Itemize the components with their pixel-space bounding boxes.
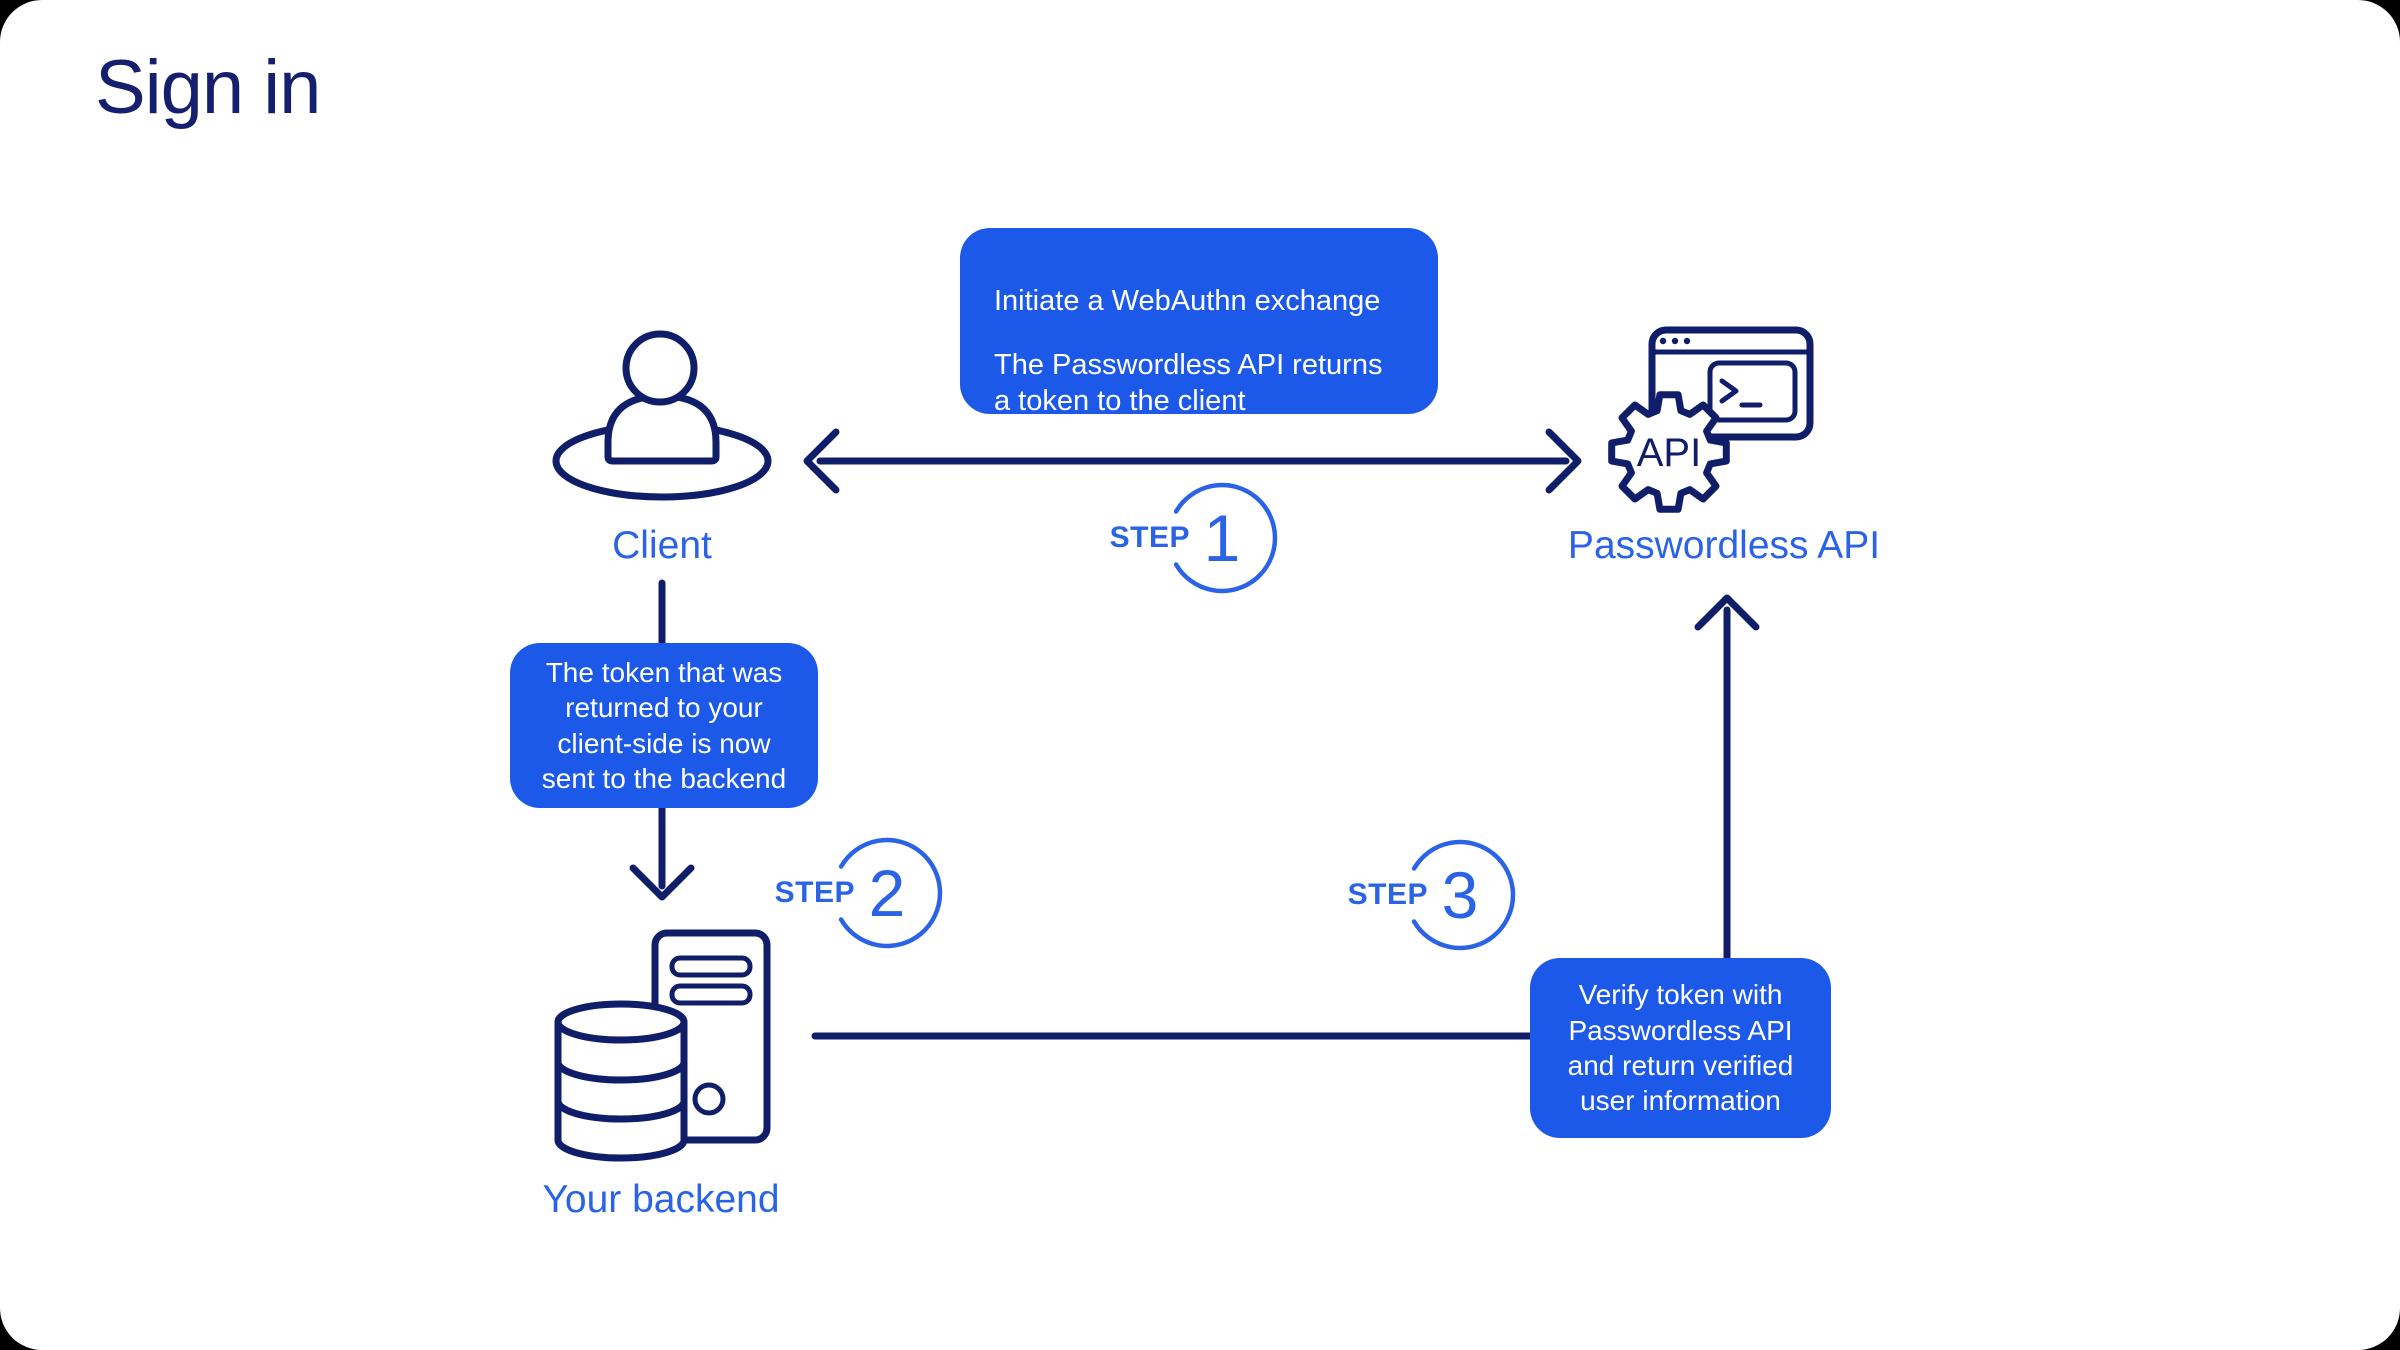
- client-icon: [552, 330, 772, 501]
- terminal-panel: [1707, 360, 1798, 423]
- arrowhead-left-icon: [803, 428, 840, 494]
- passwordless-api-label: Passwordless API: [1567, 524, 1881, 567]
- callout-step1-line3: a token to the client: [994, 384, 1246, 417]
- client-head: [622, 330, 698, 406]
- callout-step1-line2: The Passwordless API returns a token to …: [994, 349, 1383, 417]
- arrow-client-api: [803, 428, 1582, 494]
- step-2-number: 2: [868, 856, 906, 930]
- step-2-label: STEP: [774, 876, 855, 909]
- callout-step2-line3: client-side is now: [557, 727, 771, 759]
- step-2-badge: STEP 2: [701, 829, 951, 957]
- callout-step2-line1: The token that was: [545, 656, 783, 688]
- step-3-label: STEP: [1347, 878, 1428, 911]
- step-1-label: STEP: [1109, 521, 1190, 554]
- arrowhead-up-icon: [1694, 594, 1760, 631]
- callout-step1-line1: Initiate a WebAuthn exchange: [994, 285, 1381, 317]
- passwordless-api-icon: API: [1608, 326, 1814, 513]
- step-3-number: 3: [1441, 858, 1479, 932]
- gear-api-text: API: [1637, 431, 1701, 475]
- client-shoulders: [604, 392, 720, 465]
- arrowhead-down-icon: [629, 864, 695, 901]
- backend-icon: [554, 929, 771, 1162]
- step-3-badge: STEP 3: [1274, 831, 1524, 959]
- callout-step3-line2: Passwordless API: [1568, 1014, 1793, 1046]
- callout-step1: Initiate a WebAuthn exchange The Passwor…: [960, 228, 1438, 417]
- arrowhead-right-icon: [1545, 428, 1582, 494]
- callout-step2-line2: returned to your: [565, 692, 763, 724]
- callout-step2: The token that was returned to your clie…: [510, 643, 818, 808]
- database-cylinder-icon: [554, 1000, 688, 1162]
- callout-step3-line1: Verify token with: [1578, 979, 1783, 1011]
- terminal-prompt-icon: [1719, 378, 1763, 408]
- step-3-circle-icon: [1411, 839, 1516, 951]
- callout-step2-line4: sent to the backend: [541, 762, 787, 794]
- backend-label: Your backend: [542, 1178, 780, 1221]
- callout-step3-line4: user information: [1580, 1085, 1781, 1117]
- step-2-circle-icon: [838, 837, 943, 949]
- callout-step3-line3: and return verified: [1567, 1050, 1794, 1081]
- step-1-circle-icon: [1173, 482, 1278, 594]
- step-1-number: 1: [1203, 501, 1241, 575]
- server-power-button: [692, 1082, 726, 1116]
- client-label: Client: [612, 524, 712, 567]
- step-1-badge: STEP 1: [1036, 474, 1286, 602]
- gear-icon: API: [1608, 391, 1730, 513]
- callout-step3: Verify token with Passwordless API and r…: [1530, 958, 1831, 1138]
- page-title: Sign in: [95, 45, 321, 130]
